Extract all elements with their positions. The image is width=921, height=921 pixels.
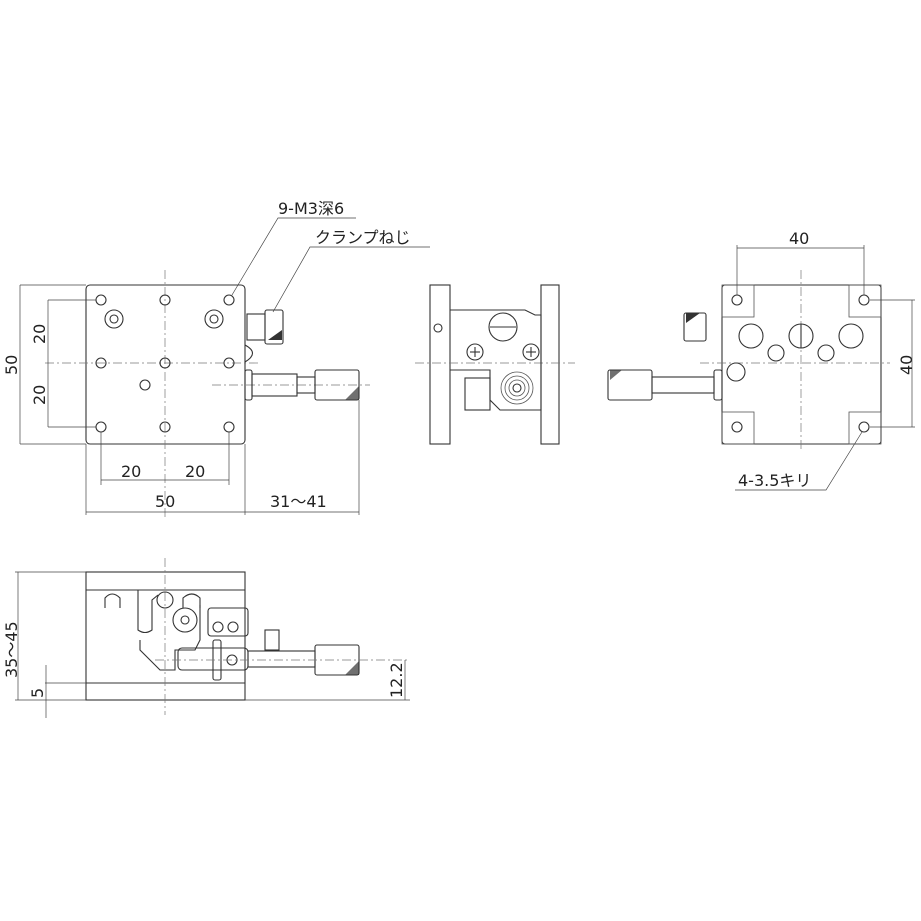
dim-top-width-right: 20 <box>185 462 205 481</box>
tapped-holes-callout: 9-M3深6 <box>278 199 344 218</box>
dim-side-height-range: 35～45 <box>2 621 21 678</box>
dim-side-base-thickness: 5 <box>28 688 47 698</box>
bottom-view <box>607 245 915 491</box>
front-end-view <box>415 284 575 445</box>
through-holes-callout: 4-3.5キリ <box>738 471 811 490</box>
dim-bottom-pitch-y: 40 <box>897 355 916 375</box>
dim-top-width-total: 50 <box>155 492 175 511</box>
micrometer-head <box>244 369 360 401</box>
top-view <box>19 217 430 520</box>
side-view <box>15 558 410 718</box>
clamp-screw <box>246 309 284 345</box>
dim-top-height-upper: 20 <box>30 324 49 344</box>
dim-top-width-left: 20 <box>121 462 141 481</box>
dim-top-height-lower: 20 <box>30 385 49 405</box>
dim-top-height-total: 50 <box>2 355 21 375</box>
dim-bottom-pitch-x: 40 <box>789 229 809 248</box>
dim-side-axis-height: 12.2 <box>387 662 406 698</box>
dim-micrometer-travel: 31～41 <box>270 492 327 511</box>
stage-top-plate <box>85 284 246 445</box>
clamp-screw-callout: クランプねじ <box>315 228 411 247</box>
